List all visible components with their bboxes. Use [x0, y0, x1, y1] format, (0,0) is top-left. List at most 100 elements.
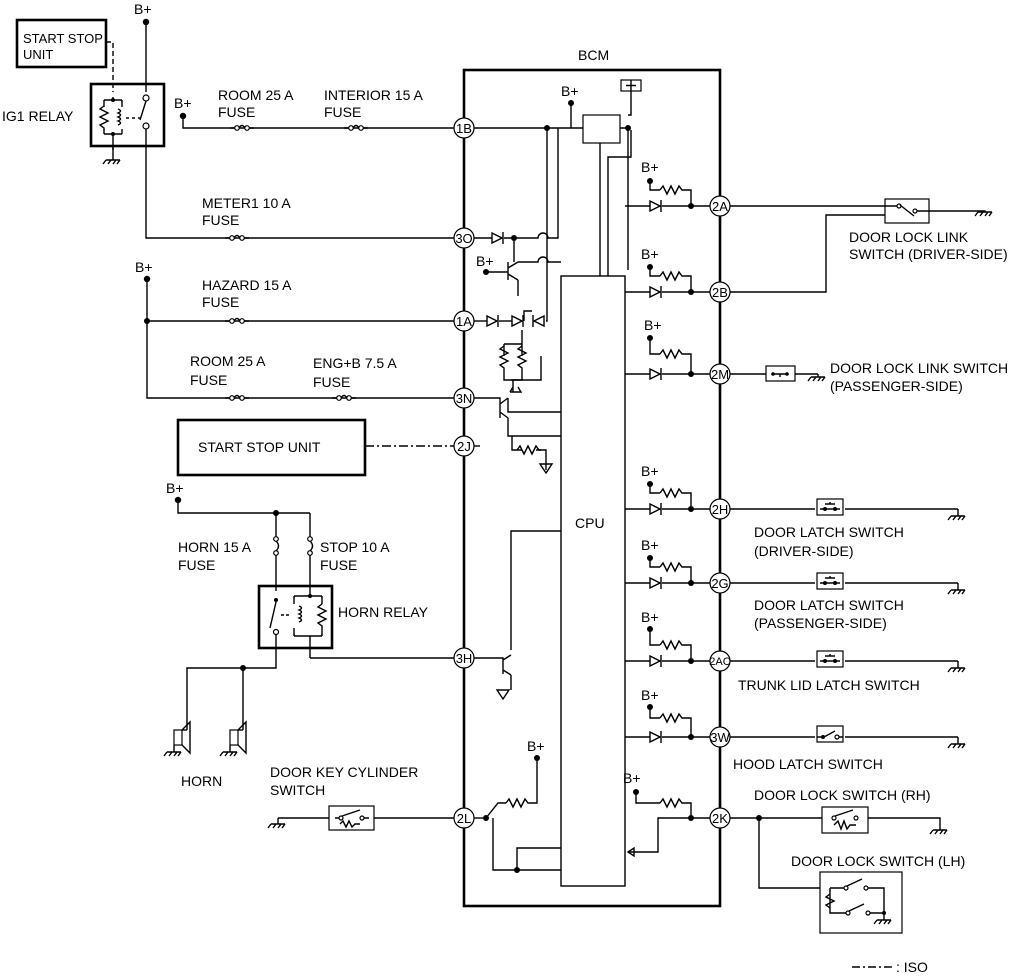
fuse-stop-10a-label: STOP 10 A — [320, 539, 390, 555]
pin-2ac: 2AC — [709, 650, 731, 672]
svg-text:2J: 2J — [457, 439, 471, 454]
horn-relay-inner — [269, 594, 327, 658]
channel-2m — [625, 335, 710, 381]
bplus-2g: B+ — [641, 537, 659, 553]
start-stop-unit-box — [176, 418, 367, 477]
pin-2h: 2H — [709, 498, 731, 520]
svg-text:1A: 1A — [456, 314, 472, 329]
start-stop-unit-label: START STOP UNIT — [198, 439, 321, 455]
horn-relay-label: HORN RELAY — [338, 604, 429, 620]
door-lock-link-driver-label2: SWITCH (DRIVER-SIDE) — [849, 246, 1008, 262]
bcm-2l-bplus: B+ — [527, 738, 545, 754]
ig1-relay-box — [89, 82, 166, 148]
svg-text:2K: 2K — [712, 811, 728, 826]
pin-2j: 2J — [453, 435, 475, 457]
door-lock-link-driver-label: DOOR LOCK LINK — [849, 229, 969, 245]
svg-text:2H: 2H — [712, 502, 729, 517]
door-lock-link-driver-switch-icon — [884, 198, 930, 224]
channel-2ac — [625, 626, 710, 668]
pin-2m: 2M — [709, 363, 731, 385]
bplus-2b: B+ — [641, 246, 659, 262]
pin-3o: 3O — [453, 227, 475, 249]
bplus-2k: B+ — [623, 770, 641, 786]
door-lock-link-passenger-switch-icon — [765, 365, 796, 382]
channel-3w — [625, 704, 710, 744]
bcm-3o-bplus: B+ — [476, 253, 494, 269]
channel-2h — [625, 481, 710, 516]
pin-3h: 3H — [453, 647, 475, 669]
door-lock-rh-label: DOOR LOCK SWITCH (RH) — [754, 787, 931, 803]
bplus-2a: B+ — [641, 159, 659, 175]
channel-2a — [625, 178, 710, 213]
pin-2k: 2K — [709, 807, 731, 829]
fuse-room-25a-2-label: ROOM 25 A — [190, 353, 266, 369]
svg-text:2M: 2M — [711, 367, 729, 382]
door-lock-lh-label: DOOR LOCK SWITCH (LH) — [791, 853, 965, 869]
fuse-meter1-10a-label2: FUSE — [202, 212, 239, 228]
horn-label: HORN — [181, 773, 222, 789]
door-latch-driver-label2: (DRIVER-SIDE) — [754, 543, 854, 559]
svg-text:2L: 2L — [457, 811, 471, 826]
fuse-horn-15a-label2: FUSE — [178, 557, 215, 573]
hood-latch-label: HOOD LATCH SWITCH — [733, 756, 883, 772]
trunk-lid-latch-switch-icon — [816, 650, 844, 668]
svg-text:3O: 3O — [455, 231, 472, 246]
ig1-ground-icon — [102, 159, 121, 165]
door-lock-lh-switch-icon — [819, 871, 903, 934]
start-stop-unit-small-line1: START STOP — [23, 31, 103, 46]
pin-1a: 1A — [453, 310, 475, 332]
svg-text:3N: 3N — [456, 391, 473, 406]
door-lock-link-passenger-label: DOOR LOCK LINK SWITCH — [830, 360, 1008, 376]
fuse-stop-10a-label2: FUSE — [320, 557, 357, 573]
door-latch-passenger-label: DOOR LATCH SWITCH — [754, 597, 904, 613]
horn-speaker-1-icon — [163, 720, 191, 757]
svg-text:2AC: 2AC — [709, 656, 730, 668]
fuse-room-25a-label: ROOM 25 A — [218, 87, 294, 103]
ig1-bplus: B+ — [134, 1, 152, 17]
fuse-interior-15a-label2: FUSE — [324, 104, 361, 120]
bplus-room: B+ — [174, 95, 192, 111]
fuse-hazard-15a-label2: FUSE — [202, 294, 239, 310]
pin-2l: 2L — [453, 807, 475, 829]
pin-2a: 2A — [709, 195, 731, 217]
door-lock-link-passenger-label2: (PASSENGER-SIDE) — [830, 378, 963, 394]
door-latch-passenger-label2: (PASSENGER-SIDE) — [754, 615, 887, 631]
channel-2b — [625, 264, 710, 299]
pin-1b: 1B — [453, 117, 475, 139]
bplus-2ac: B+ — [641, 609, 659, 625]
svg-text:2G: 2G — [711, 576, 728, 591]
bcm-box — [462, 68, 722, 908]
fuse-hazard-15a-label: HAZARD 15 A — [202, 277, 292, 293]
svg-text:3H: 3H — [456, 651, 473, 666]
bcm-internal-bplus: B+ — [561, 83, 579, 99]
pin-3n: 3N — [453, 387, 475, 409]
svg-text:2B: 2B — [712, 285, 728, 300]
iso-legend-label: : ISO — [896, 959, 928, 975]
channel-2k — [626, 789, 710, 858]
bplus-horn: B+ — [166, 480, 184, 496]
door-latch-driver-switch-icon — [816, 498, 844, 516]
pin-2b: 2B — [709, 281, 731, 303]
fuse-eng-b-7-5a-label: ENG+B 7.5 A — [313, 355, 397, 371]
fuse-room-25a-label2: FUSE — [218, 104, 255, 120]
cpu-label: CPU — [575, 515, 605, 531]
svg-text:2A: 2A — [712, 199, 728, 214]
channel-2g — [625, 555, 710, 590]
trunk-lid-latch-label: TRUNK LID LATCH SWITCH — [738, 677, 920, 693]
pin-3w: 3W — [709, 726, 731, 748]
ig1-relay-label: IG1 RELAY — [2, 108, 74, 124]
bplus-2m: B+ — [644, 317, 662, 333]
ig1-relay-coil — [99, 94, 150, 150]
pin-2g: 2G — [709, 572, 731, 594]
door-key-cylinder-label2: SWITCH — [270, 782, 325, 798]
svg-text:3W: 3W — [710, 730, 730, 745]
fuse-eng-b-7-5a-label2: FUSE — [313, 374, 350, 390]
bplus-hazard: B+ — [135, 259, 153, 275]
bcm-label: BCM — [578, 47, 609, 63]
hood-latch-switch-icon — [816, 725, 844, 743]
bplus-3w: B+ — [641, 687, 659, 703]
fuse-room-25a-2-label2: FUSE — [190, 372, 227, 388]
door-latch-passenger-switch-icon — [816, 572, 844, 590]
door-key-cylinder-label: DOOR KEY CYLINDER — [270, 764, 418, 780]
